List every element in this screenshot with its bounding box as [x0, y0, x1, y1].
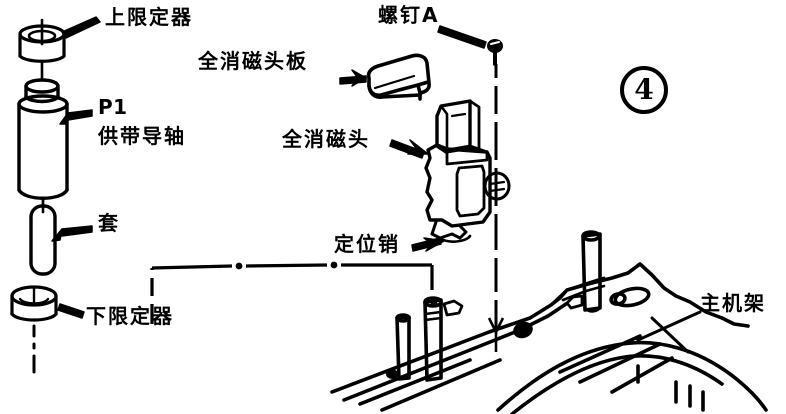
callout-leader-main-chassis: [636, 310, 702, 354]
callout-leader-locating-pin: [411, 237, 445, 252]
callout-leader-screw-a: [437, 25, 487, 49]
label-supply-guide-shaft: 供带导轴: [98, 124, 186, 148]
supply-guide-shaft-part: [17, 78, 69, 214]
callout-leaders-left: [51, 16, 101, 319]
label-upper-limiter: 上限定器: [105, 5, 193, 29]
callout-leader-erase-head-plate: [339, 69, 367, 87]
label-full-erase-head: 全消磁头: [282, 127, 370, 151]
label-screw-a: 螺钉A: [378, 3, 440, 27]
full-erase-head-part: [424, 99, 511, 243]
callout-leader-erase-head: [389, 139, 429, 159]
full-erase-head-plate-part: [366, 53, 431, 101]
label-sleeve: 套: [98, 211, 120, 235]
label-lower-limiter: 下限定器: [86, 304, 174, 328]
label-supply-guide-shaft-group: P1 供带导轴: [98, 95, 186, 149]
label-full-erase-head-plate: 全消磁头板: [198, 49, 308, 73]
lower-limiter-part: [10, 285, 58, 322]
assembly-reference-centerline: [150, 261, 434, 324]
label-main-chassis: 主机架: [700, 291, 766, 315]
label-locating-pin: 定位销: [334, 232, 400, 256]
figure-number-badge: 4: [620, 66, 668, 114]
upper-limiter-part: [18, 18, 66, 82]
main-chassis-part: [330, 230, 768, 414]
label-p1-code: P1: [98, 95, 128, 119]
screw-a-part: [487, 39, 503, 66]
